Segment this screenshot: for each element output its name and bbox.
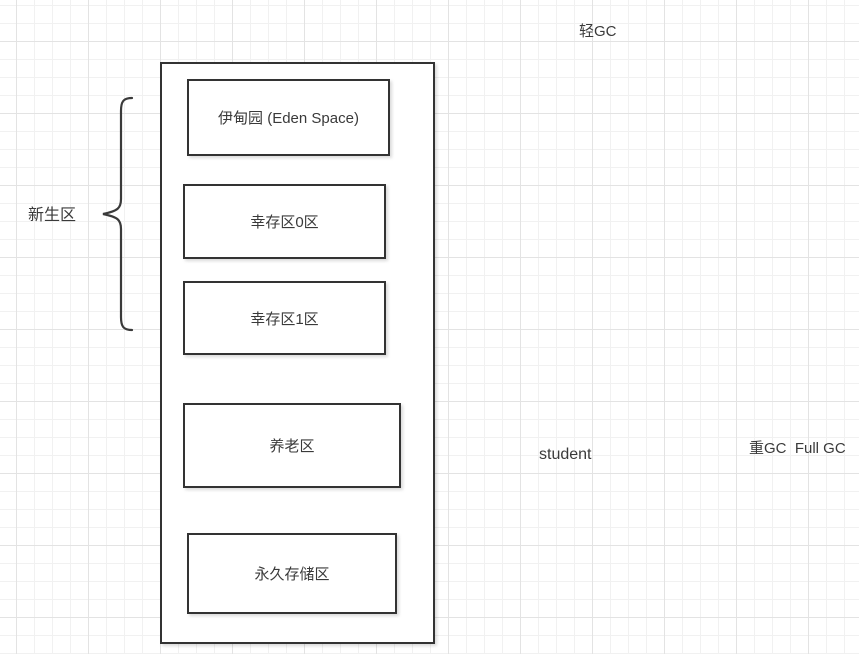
old-generation-label: 养老区 xyxy=(269,438,315,455)
new-generation-label[interactable]: 新生区 xyxy=(28,207,77,224)
eden-space-label: 伊甸园 (Eden Space) xyxy=(218,110,359,127)
old-generation-box[interactable]: 养老区 xyxy=(183,403,401,488)
survivor-1-box[interactable]: 幸存区1区 xyxy=(183,281,386,355)
survivor-0-label: 幸存区0区 xyxy=(250,214,319,231)
new-generation-brace[interactable] xyxy=(98,96,134,332)
student-label[interactable]: student xyxy=(539,446,592,463)
permanent-storage-label: 永久存储区 xyxy=(254,566,330,583)
brace-path xyxy=(102,96,134,332)
survivor-1-label: 幸存区1区 xyxy=(250,310,319,328)
survivor-0-box[interactable]: 幸存区0区 xyxy=(183,184,386,259)
full-gc-label[interactable]: 重GC Full GC xyxy=(749,440,846,457)
light-gc-label[interactable]: 轻GC xyxy=(579,23,617,40)
permanent-storage-box[interactable]: 永久存储区 xyxy=(187,533,397,614)
eden-space-box[interactable]: 伊甸园 (Eden Space) xyxy=(187,79,390,156)
